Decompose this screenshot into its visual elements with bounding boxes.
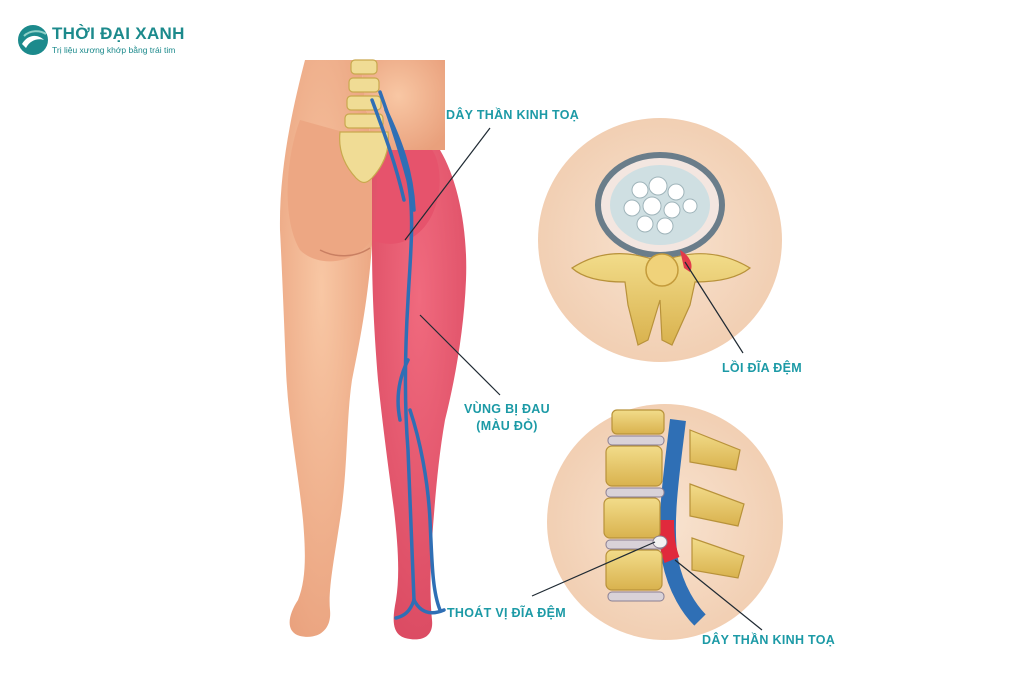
sciatic-nerve — [370, 90, 446, 620]
brand-logo-icon — [18, 25, 48, 55]
disc-herniation — [652, 535, 668, 549]
disc-protrusion — [680, 250, 692, 272]
label-pain-area-line2: (MÀU ĐỎ) — [476, 419, 538, 433]
brand-name: THỜI ĐẠI XANH — [52, 24, 185, 43]
right-leg-pain-area — [372, 150, 467, 640]
label-pain-area: VÙNG BỊ ĐAU (MÀU ĐỎ) — [452, 401, 562, 435]
body-illustration — [279, 59, 467, 640]
label-disc-protrusion: LỒI ĐĨA ĐỆM — [722, 361, 802, 375]
brand-tagline: Trị liệu xương khớp bằng trái tim — [52, 45, 176, 55]
disc-cross-section — [538, 118, 782, 362]
vertebra-cross-section — [571, 253, 752, 346]
label-disc-herniation: THOÁT VỊ ĐĨA ĐỆM — [447, 606, 566, 620]
label-sciatic-nerve-bottom: DÂY THẦN KINH TOẠ — [702, 633, 836, 647]
right-buttock — [372, 150, 440, 244]
spinal-cord — [645, 253, 679, 287]
label-sciatic-nerve-top: DÂY THẦN KINH TOẠ — [446, 108, 580, 122]
label-pain-area-line1: VÙNG BỊ ĐAU — [464, 402, 550, 416]
leader-lines — [404, 127, 763, 631]
brand: THỜI ĐẠI XANH Trị liệu xương khớp bằng t… — [52, 24, 185, 55]
spine-side-view — [547, 404, 783, 640]
